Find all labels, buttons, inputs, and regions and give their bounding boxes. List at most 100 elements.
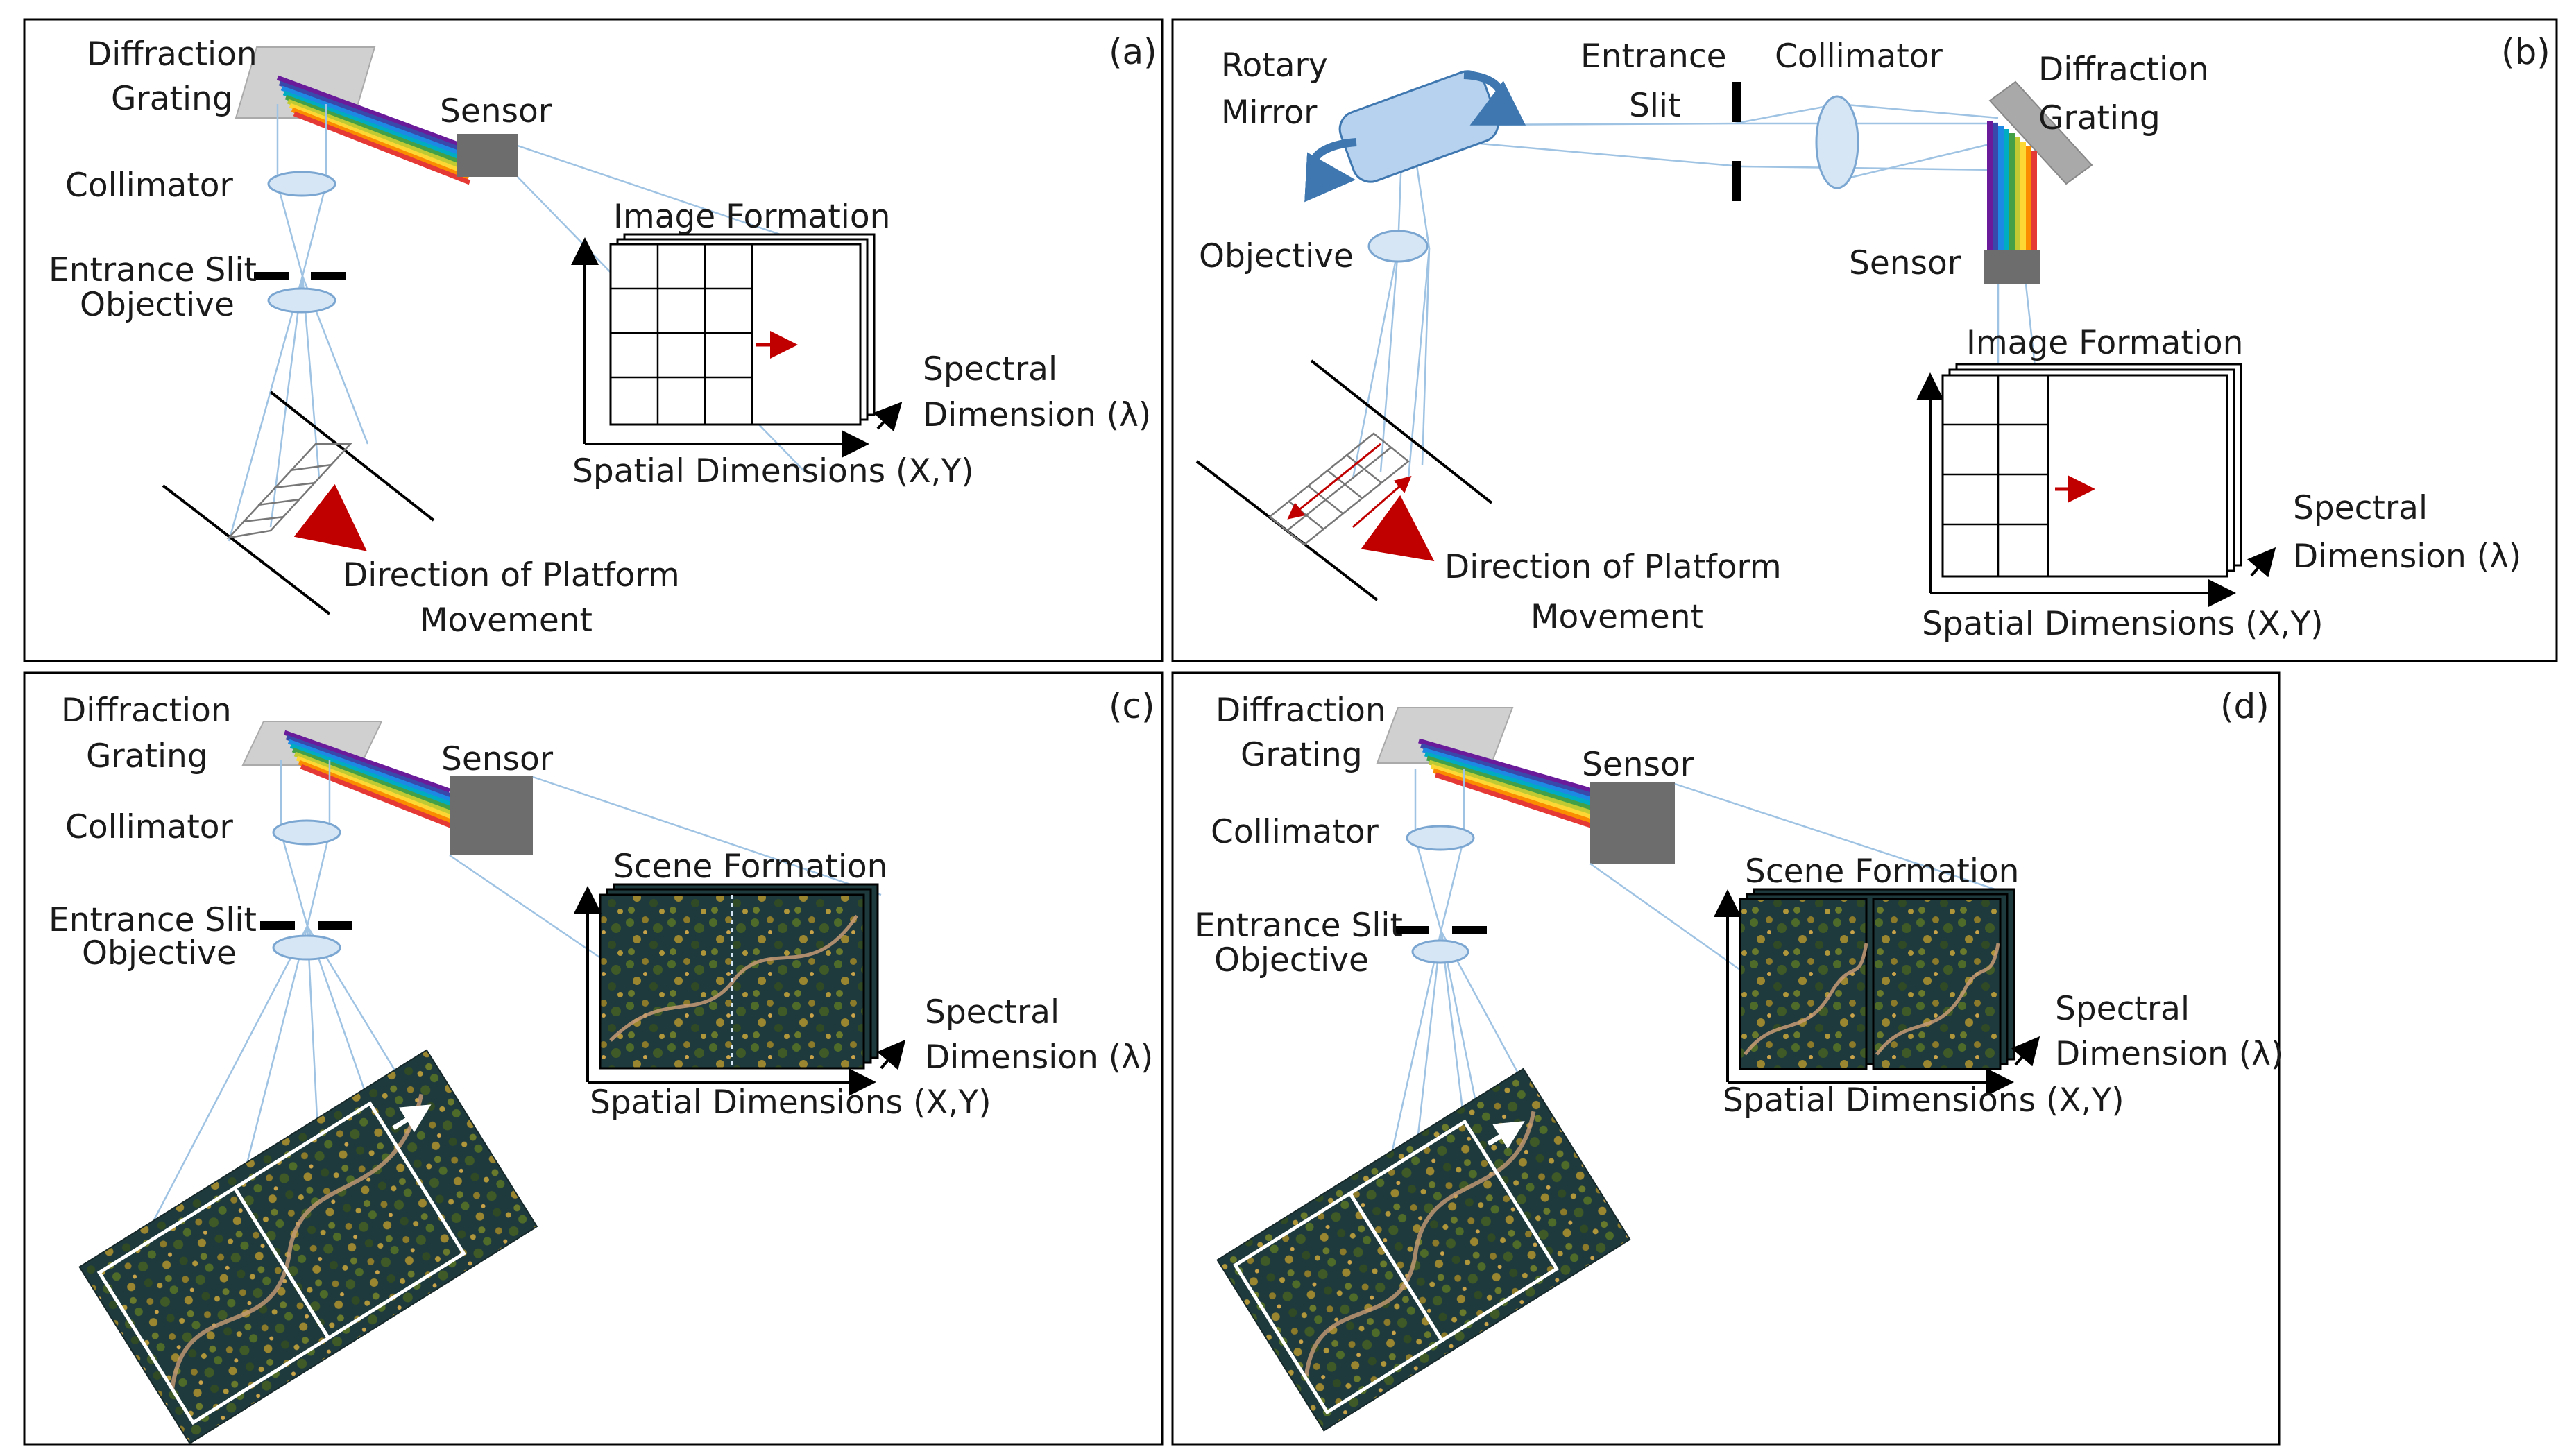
objective-lens bbox=[272, 934, 341, 961]
spectral-label-2: Dimension (λ) bbox=[923, 396, 1151, 434]
collimator-lens bbox=[272, 819, 341, 846]
panel-d: (d) bbox=[1195, 686, 2283, 1432]
objective-label: Objective bbox=[80, 286, 235, 324]
entrance-slit-label: Entrance Slit bbox=[49, 251, 257, 289]
spectral-label-1: Spectral bbox=[925, 993, 1059, 1031]
spectral-label-1: Spectral bbox=[923, 350, 1057, 388]
grating-label-2: Grating bbox=[2038, 99, 2160, 137]
entrance-slit-bottom bbox=[1732, 161, 1741, 201]
panel-b-tag: (b) bbox=[2501, 32, 2550, 72]
scan-direction-arrow bbox=[1287, 443, 1381, 520]
objective-label: Objective bbox=[82, 934, 237, 973]
spatial-label: Spatial Dimensions (X,Y) bbox=[590, 1084, 991, 1122]
collimator-label: Collimator bbox=[65, 166, 234, 205]
entrance-slit-left bbox=[254, 272, 289, 280]
entrance-slit-right bbox=[1452, 926, 1487, 934]
panel-b-frame bbox=[1171, 18, 2558, 662]
spatial-label: Spatial Dimensions (X,Y) bbox=[572, 452, 974, 490]
platform-direction-arrow bbox=[1361, 495, 1435, 562]
panel-c-frame bbox=[23, 671, 1164, 1446]
scene-formation-label: Scene Formation bbox=[613, 848, 887, 886]
scan-direction-arrow bbox=[1352, 476, 1412, 529]
collimator-label: Collimator bbox=[1211, 813, 1379, 851]
collimator-lens bbox=[1406, 825, 1475, 851]
spectral-axis bbox=[2247, 547, 2276, 578]
spectral-axis bbox=[2011, 1036, 2040, 1067]
image-formation-stack bbox=[1941, 363, 2242, 578]
grating-label-1: Diffraction bbox=[61, 692, 232, 730]
image-formation-label: Image Formation bbox=[1966, 324, 2243, 362]
entrance-slit-left bbox=[1395, 926, 1429, 934]
objective-lens bbox=[1411, 939, 1469, 964]
ground-boundary bbox=[162, 484, 331, 615]
spectrum-beam bbox=[1418, 738, 1605, 832]
objective-label: Objective bbox=[1199, 237, 1354, 275]
scene-formation-stack bbox=[599, 883, 879, 1070]
sensor bbox=[1590, 782, 1675, 864]
panel-a: (a) bbox=[49, 32, 1157, 640]
spectral-axis bbox=[876, 1039, 906, 1070]
panel-a-frame bbox=[23, 18, 1164, 662]
collimator-label: Collimator bbox=[65, 808, 234, 846]
optical-rays bbox=[130, 760, 882, 1298]
sensor-label: Sensor bbox=[441, 740, 554, 778]
panel-d-tag: (d) bbox=[2220, 686, 2269, 726]
spectral-label-1: Spectral bbox=[2293, 489, 2428, 527]
panel-c: (c) bbox=[49, 686, 1155, 1445]
collimator-label: Collimator bbox=[1775, 37, 1943, 76]
spectrum-beam bbox=[276, 75, 471, 185]
movement-label-2: Movement bbox=[1531, 598, 1703, 636]
entrance-slit-left bbox=[260, 921, 295, 930]
spectral-label-1: Spectral bbox=[2055, 990, 2190, 1028]
sensor-label: Sensor bbox=[440, 92, 552, 130]
scene-formation-stack bbox=[1739, 888, 2015, 1070]
mirror-label-1: Rotary bbox=[1221, 46, 1328, 85]
spectral-label-2: Dimension (λ) bbox=[925, 1038, 1153, 1077]
entrance-slit-label: Entrance Slit bbox=[49, 901, 257, 939]
panel-b: (b) bbox=[1195, 32, 2550, 643]
grating-label-1: Diffraction bbox=[87, 35, 257, 74]
panel-c-tag: (c) bbox=[1109, 686, 1155, 726]
objective-lens bbox=[1367, 230, 1429, 263]
sensor bbox=[457, 134, 518, 177]
movement-label-1: Direction of Platform bbox=[343, 556, 680, 594]
rotary-mirror bbox=[1338, 70, 1499, 183]
entrance-slit-right bbox=[311, 272, 346, 280]
diffraction-grating bbox=[1988, 80, 2093, 185]
entrance-slit-label-1: Entrance bbox=[1580, 37, 1727, 76]
spectral-label-2: Dimension (λ) bbox=[2293, 538, 2521, 576]
ground-scene-image bbox=[1216, 1068, 1631, 1432]
collimator-lens bbox=[1815, 95, 1859, 189]
sensor bbox=[450, 776, 533, 855]
rotation-arrow-icon bbox=[1463, 71, 1526, 126]
sensor-label: Sensor bbox=[1849, 244, 1961, 282]
spectral-label-2: Dimension (λ) bbox=[2055, 1035, 2283, 1073]
objective-lens bbox=[267, 287, 336, 314]
sensor bbox=[1984, 250, 2040, 284]
grating-label-1: Diffraction bbox=[1216, 692, 1386, 730]
movement-label-1: Direction of Platform bbox=[1444, 548, 1782, 586]
panel-d-frame bbox=[1171, 671, 2281, 1446]
ground-scene-image bbox=[78, 1049, 538, 1445]
ground-boundary bbox=[1310, 359, 1493, 504]
spectrum-beam bbox=[1987, 121, 2037, 250]
platform-direction-arrow bbox=[293, 483, 367, 551]
grating-label-2: Grating bbox=[1241, 736, 1363, 774]
spatial-label: Spatial Dimensions (X,Y) bbox=[1922, 605, 2324, 643]
grating-label-2: Grating bbox=[86, 737, 208, 776]
objective-label: Objective bbox=[1214, 941, 1369, 979]
spectral-axis bbox=[873, 402, 903, 432]
collimator-lens bbox=[267, 171, 336, 197]
image-formation-label: Image Formation bbox=[613, 198, 890, 236]
scene-formation-label: Scene Formation bbox=[1745, 853, 2019, 891]
mirror-label-2: Mirror bbox=[1221, 94, 1318, 132]
sensor-label: Sensor bbox=[1582, 746, 1694, 784]
entrance-slit-label-2: Slit bbox=[1629, 87, 1680, 125]
grating-label-2: Grating bbox=[111, 80, 233, 118]
entrance-slit-label: Entrance Slit bbox=[1195, 907, 1403, 945]
image-formation-stack bbox=[609, 233, 876, 426]
spectrum-beam bbox=[283, 730, 462, 832]
panel-a-tag: (a) bbox=[1109, 32, 1157, 72]
rotation-arrow-icon bbox=[1304, 138, 1357, 203]
